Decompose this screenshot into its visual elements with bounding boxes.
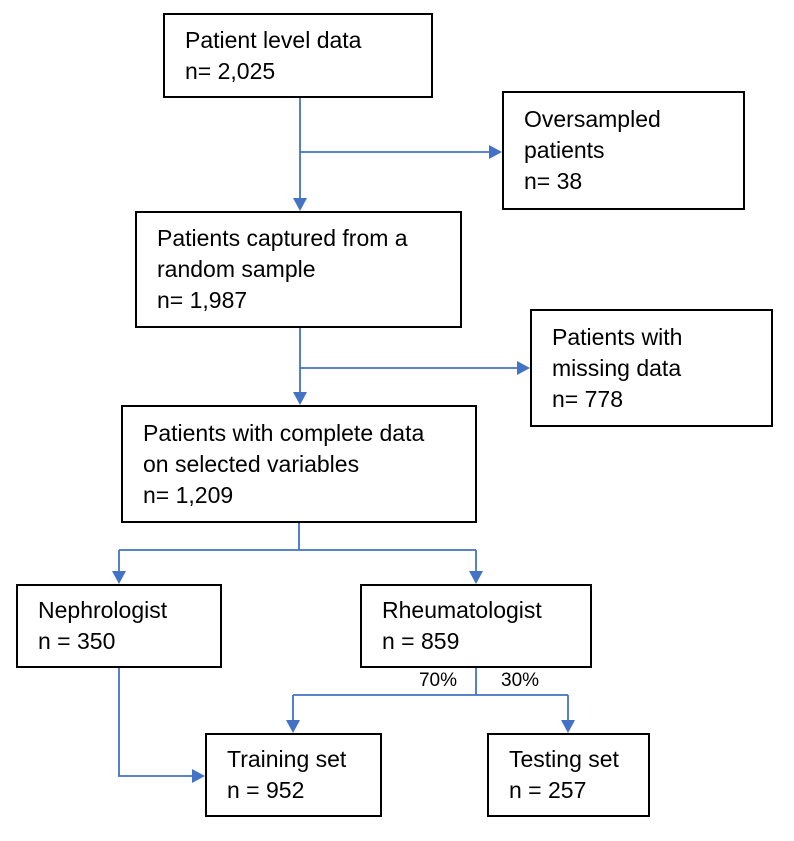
box-text-line: random sample [157, 256, 316, 282]
box-testing-set: Testing set n = 257 [487, 733, 650, 817]
arrowhead-down-rheumatologist [469, 571, 483, 584]
arrowhead-right-oversampled [489, 145, 502, 159]
box-text-line: n = 859 [382, 628, 460, 654]
box-text-line: missing data [552, 354, 682, 381]
box-patient-level-data: Patient level data n= 2,025 [163, 13, 433, 98]
box-text-line: patients [524, 137, 605, 163]
box-text-line: n= 1,987 [157, 287, 248, 313]
box-text-line: Patients with complete data [143, 419, 425, 446]
box-text-line: on selected variables [143, 450, 360, 477]
box-complete-data: Patients with complete data on selected … [121, 405, 477, 523]
box-text-line: n = 952 [227, 777, 305, 803]
connector-nephrologist-to-training [118, 668, 192, 777]
box-text-line: n= 778 [552, 385, 623, 412]
arrowhead-down-training [286, 720, 300, 733]
arrowhead-down-testing [561, 720, 575, 733]
arrowhead-down-complete [293, 392, 307, 405]
box-text-line: Testing set [509, 746, 619, 772]
box-missing-data: Patients with missing data n= 778 [530, 309, 773, 427]
box-nephrologist: Nephrologist n = 350 [16, 584, 222, 668]
arrowhead-right-training [192, 769, 205, 783]
box-text-line: Oversampled [524, 106, 661, 132]
box-training-set: Training set n = 952 [205, 733, 382, 817]
connector-complete-split [118, 523, 477, 571]
box-text-line: n = 257 [509, 777, 587, 803]
box-text-line: Nephrologist [38, 597, 168, 623]
box-text-line: Patients captured from a [157, 225, 408, 251]
connector-rheumatologist-split [292, 668, 569, 720]
box-text-line: Training set [227, 746, 347, 772]
split-label-training-percent: 70% [418, 670, 457, 691]
box-text-line: n = 350 [38, 628, 116, 654]
split-label-testing-percent: 30% [501, 670, 540, 691]
box-text-line: Patient level data [185, 26, 362, 53]
arrowhead-down-nephrologist [112, 571, 126, 584]
arrowhead-down-sample [293, 198, 307, 211]
box-text-line: Patients with [552, 323, 683, 350]
box-random-sample: Patients captured from a random sample n… [135, 211, 462, 328]
box-rheumatologist: Rheumatologist n = 859 [360, 584, 592, 668]
box-text-line: n= 38 [524, 168, 583, 194]
box-text-line: n= 2,025 [185, 57, 276, 84]
box-text-line: Rheumatologist [382, 597, 542, 623]
arrowhead-right-missing [517, 361, 530, 375]
box-text-line: n= 1,209 [143, 481, 234, 508]
box-oversampled-patients: Oversampled patients n= 38 [502, 91, 745, 210]
